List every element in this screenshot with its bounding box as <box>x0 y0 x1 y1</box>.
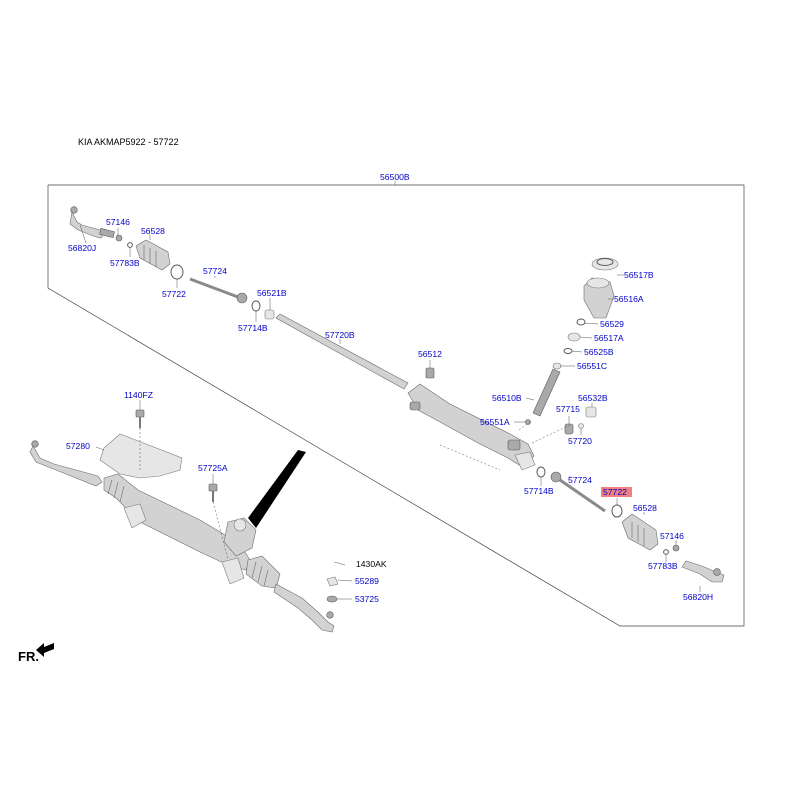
clip-band-right[interactable] <box>536 466 546 478</box>
yoke[interactable] <box>585 406 597 418</box>
label-bearing[interactable]: 57715 <box>556 404 580 414</box>
exploded-frame <box>47 181 745 627</box>
washer-b[interactable] <box>563 348 573 354</box>
bolt-mid[interactable] <box>208 483 218 502</box>
tie-rod-end-left[interactable] <box>69 206 115 239</box>
bolt-1430-line[interactable] <box>333 561 346 566</box>
washer-53725[interactable] <box>326 595 338 603</box>
label-nut-right[interactable]: 57146 <box>660 531 684 541</box>
assembled-steering-gear[interactable] <box>29 440 335 633</box>
label-gasket[interactable]: 57720 <box>568 436 592 446</box>
label-clip-band-left[interactable]: 57714B <box>238 323 268 333</box>
label-nut-55289[interactable]: 55289 <box>355 576 379 586</box>
label-clip-left[interactable]: 57783B <box>110 258 140 268</box>
label-bushing-left[interactable]: 56521B <box>257 288 287 298</box>
seal-a[interactable] <box>567 332 581 342</box>
label-bolt-top[interactable]: 1140FZ <box>124 390 153 400</box>
highlight-box <box>601 487 632 497</box>
label-band-right-highlighted[interactable]: 57722 <box>603 487 627 497</box>
label-clip-band-right[interactable]: 57714B <box>524 486 554 496</box>
label-assembly[interactable]: 56500B <box>380 172 410 182</box>
heat-protector[interactable] <box>99 433 183 479</box>
boot-right[interactable] <box>621 513 659 551</box>
label-boot-right[interactable]: 56528 <box>633 503 657 513</box>
rack[interactable] <box>275 313 409 390</box>
seal-cap[interactable] <box>591 257 619 271</box>
nut-right[interactable] <box>672 544 680 552</box>
label-tie-rod-end-right[interactable]: 56820H <box>683 592 713 602</box>
label-seal-a[interactable]: 56517A <box>594 333 624 343</box>
rack-housing[interactable] <box>407 383 536 471</box>
gasket[interactable] <box>578 423 584 429</box>
nut-left[interactable] <box>115 234 123 242</box>
assembly-dash-lines <box>439 421 571 471</box>
band-right[interactable] <box>611 504 623 518</box>
label-yoke[interactable]: 56532B <box>578 393 608 403</box>
front-marker-label: FR. <box>18 649 39 664</box>
label-clip-right[interactable]: 57783B <box>648 561 678 571</box>
label-housing[interactable]: 56510B <box>492 393 522 403</box>
label-plug[interactable]: 56512 <box>418 349 442 359</box>
diagram-title: KIA AKMAP5922 - 57722 <box>78 137 179 147</box>
label-pinion-a[interactable]: 56551A <box>480 417 510 427</box>
detail-pointer <box>248 450 306 528</box>
label-inner-rod-left[interactable]: 57724 <box>203 266 227 276</box>
label-heat-protector[interactable]: 57280 <box>66 441 90 451</box>
label-o-ring-a[interactable]: 56529 <box>600 319 624 329</box>
leader-lines <box>79 224 701 600</box>
label-bolt-mid[interactable]: 57725A <box>198 463 228 473</box>
bushing-left[interactable] <box>264 309 275 320</box>
label-band-left[interactable]: 57722 <box>162 289 186 299</box>
part-labels: 56500B 56820J 57146 57783B 56528 57722 5… <box>66 172 713 604</box>
label-pinion[interactable]: 56551C <box>577 361 607 371</box>
inner-rod-right[interactable] <box>550 471 606 513</box>
label-seal-cap[interactable]: 56517B <box>624 270 654 280</box>
label-bolt-1430[interactable]: 1430AK <box>356 559 387 569</box>
label-rack[interactable]: 57720B <box>325 330 355 340</box>
tie-rod-end-right[interactable] <box>681 560 725 583</box>
clip-left[interactable] <box>127 242 133 248</box>
nut-55289[interactable] <box>326 576 339 587</box>
bolt-top[interactable] <box>135 409 145 428</box>
label-boot-left[interactable]: 56528 <box>141 226 165 236</box>
pinion[interactable] <box>532 362 562 417</box>
boot-left[interactable] <box>135 239 171 271</box>
assembled-dash-lines <box>139 428 229 561</box>
label-inner-rod-right[interactable]: 57724 <box>568 475 592 485</box>
front-direction-arrow <box>36 643 54 657</box>
label-nut-left[interactable]: 57146 <box>106 217 130 227</box>
clip-band-left[interactable] <box>251 300 261 312</box>
plug[interactable] <box>425 367 435 379</box>
o-ring-a[interactable] <box>576 318 586 326</box>
clip-right[interactable] <box>663 549 669 555</box>
label-tie-rod-end-left[interactable]: 56820J <box>68 243 96 253</box>
inner-rod-left[interactable] <box>189 277 248 304</box>
label-washer-b[interactable]: 56525B <box>584 347 614 357</box>
cover[interactable] <box>583 277 615 319</box>
label-cover[interactable]: 56516A <box>614 294 644 304</box>
label-washer-53725[interactable]: 53725 <box>355 594 379 604</box>
band-left[interactable] <box>170 264 184 280</box>
